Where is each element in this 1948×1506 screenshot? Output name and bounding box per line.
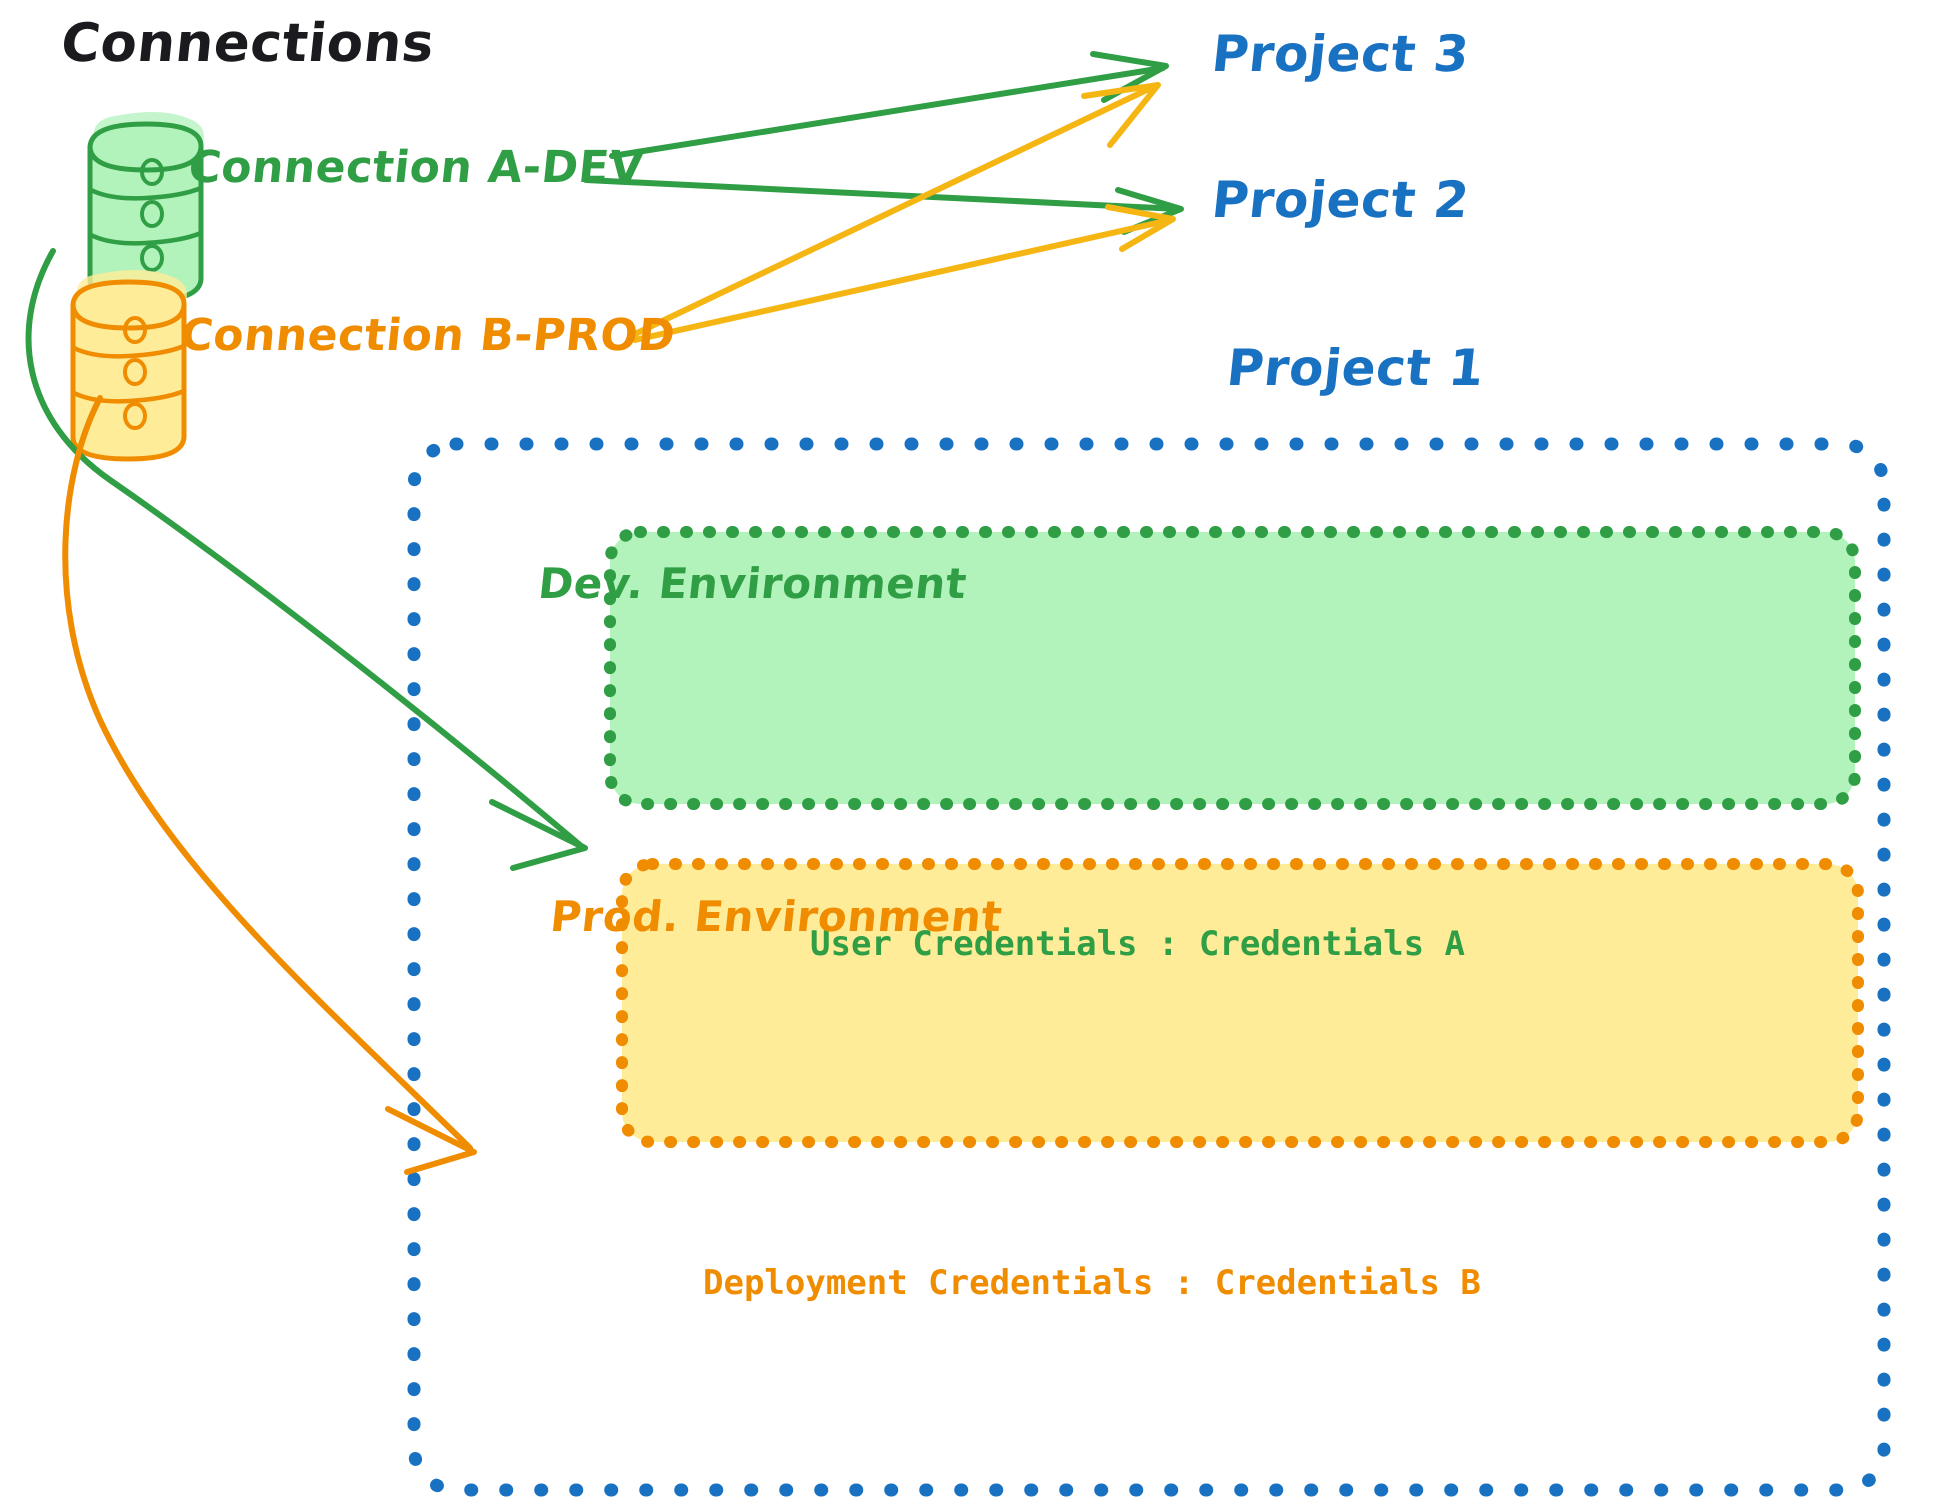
prod-environment-fill (622, 864, 1858, 1142)
arrowhead (489, 799, 588, 871)
cylinder-led-3 (123, 402, 147, 430)
cylinder-divider-2 (88, 230, 204, 246)
project-1-container-border (407, 437, 1891, 1497)
cylinder-divider-1 (88, 185, 204, 201)
prod-environment-title: Prod. Environment (548, 892, 1005, 941)
edge-b-to-prod-environment (62, 395, 477, 1175)
project-2-label[interactable]: Project 2 (1209, 171, 1473, 229)
edge-a-to-project-3 (609, 51, 1169, 159)
arrowhead (1105, 204, 1176, 252)
page-title: Connections (58, 13, 438, 74)
cylinder-led-1 (140, 158, 164, 186)
project-1-label[interactable]: Project 1 (1224, 339, 1488, 397)
database-cylinder-icon-connection-b[interactable] (70, 269, 187, 462)
prod-environment-credentials: Deployment Credentials : Credentials B (703, 1263, 1481, 1303)
cylinder-led-3 (140, 244, 164, 272)
project-3-label[interactable]: Project 3 (1209, 25, 1473, 83)
prod-environment-box[interactable] (616, 858, 1864, 1148)
dev-environment-fill (610, 532, 1855, 804)
connection-b-label: Connection B-PROD (178, 310, 678, 361)
prod-environment-border (616, 858, 1864, 1148)
cylinder-side (70, 302, 187, 462)
project-1-container[interactable] (407, 437, 1891, 1497)
cylinder-led-2 (123, 358, 147, 386)
edge-b-to-project-3 (632, 82, 1161, 337)
connection-a-label: Connection A-DEV (186, 142, 647, 193)
database-cylinder-icon-connection-a[interactable] (87, 111, 204, 304)
dev-environment-box[interactable] (604, 526, 1861, 810)
dev-environment-credentials: User Credentials : Credentials A (810, 924, 1466, 964)
edge-b-to-project-2 (632, 204, 1176, 343)
cylinder-led-2 (140, 200, 164, 228)
cylinder-divider-1 (71, 343, 187, 359)
arrowhead (1081, 82, 1161, 148)
dev-environment-title: Dev. Environment (536, 559, 970, 608)
edge-a-to-project-2 (583, 177, 1184, 235)
cylinder-divider-2 (71, 388, 187, 404)
edge-a-to-dev-environment (25, 248, 588, 871)
dev-environment-border (604, 526, 1861, 810)
cylinder-led-1 (123, 316, 147, 344)
arrowhead (385, 1106, 477, 1175)
